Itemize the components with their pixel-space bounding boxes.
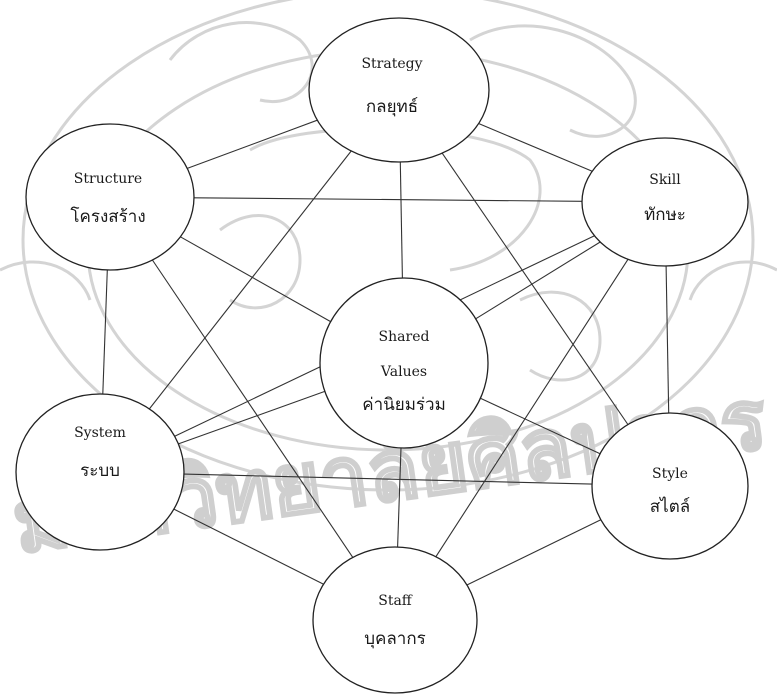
node-strategy: Strategy กลยุทธ์	[308, 17, 490, 163]
edge-skill-staff	[435, 259, 629, 557]
edge-skill-style	[665, 265, 670, 414]
node-shared-en-1: Shared	[379, 329, 430, 345]
edge-structure-skill	[193, 197, 583, 202]
edge-shared-style	[480, 397, 601, 455]
node-skill-en: Skill	[649, 172, 681, 188]
node-shared-en-2: Values	[380, 364, 427, 380]
node-structure: Structure โครงสร้าง	[25, 123, 195, 271]
edge-shared-system	[178, 390, 325, 445]
edge-style-staff	[466, 519, 602, 586]
node-shared-values: Shared Values ค่านิยมร่วม	[319, 277, 489, 449]
node-structure-en: Structure	[74, 171, 142, 187]
edge-skill-shared	[475, 241, 601, 320]
node-strategy-en: Strategy	[361, 56, 422, 72]
edge-strategy-skill	[478, 122, 593, 172]
edge-shared-staff	[397, 447, 402, 548]
connection-lines	[102, 119, 670, 586]
node-shared-th: ค่านิยมร่วม	[362, 395, 446, 415]
node-staff-en: Staff	[378, 593, 413, 609]
node-strategy-th: กลยุทธ์	[366, 97, 418, 117]
node-style-th: สไตล์	[650, 496, 690, 517]
edge-system-style	[183, 473, 593, 485]
edge-strategy-style	[441, 152, 629, 425]
edge-structure-shared	[180, 236, 331, 323]
node-structure-th: โครงสร้าง	[70, 206, 145, 227]
node-system-th: ระบบ	[80, 461, 120, 481]
node-skill: Skill ทักษะ	[581, 137, 749, 267]
node-staff: Staff บุคลากร	[312, 546, 478, 694]
node-skill-th: ทักษะ	[644, 205, 686, 225]
edge-structure-system	[102, 269, 108, 395]
edge-system-staff	[173, 508, 324, 585]
node-system: System ระบบ	[15, 393, 185, 551]
node-style-en: Style	[652, 466, 688, 482]
node-staff-th: บุคลากร	[364, 629, 426, 649]
edge-strategy-shared	[399, 161, 403, 279]
edge-strategy-system	[148, 150, 352, 410]
edge-structure-staff	[151, 259, 354, 558]
node-system-en: System	[74, 425, 126, 441]
edge-strategy-structure	[187, 119, 318, 169]
node-style: Style สไตล์	[591, 412, 749, 560]
